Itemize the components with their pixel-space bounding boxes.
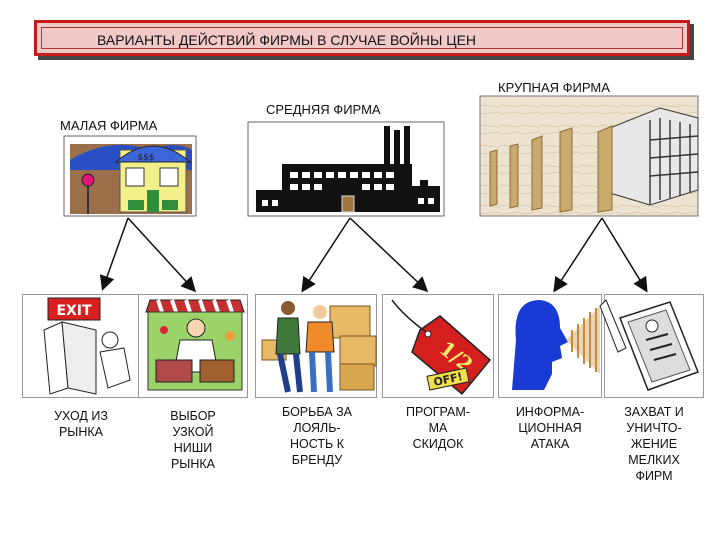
people-with-boxes-icon: [261, 301, 377, 393]
arrow-medium-to-discount: [349, 217, 429, 293]
arrow-medium-to-loyalty: [301, 217, 351, 293]
caption-exit: УХОД ИЗ РЫНКА: [54, 409, 108, 439]
speaking-head-icon: [512, 300, 600, 390]
exit-sign-text: EXIT: [56, 303, 92, 319]
medium-firm-label: СРЕДНЯЯ ФИРМА: [266, 102, 381, 117]
caption-attack: ИНФОРМА- ЦИОННАЯ АТАКА: [515, 405, 585, 451]
small-firm-label: МАЛАЯ ФИРМА: [60, 118, 158, 133]
arrow-small-to-exit: [99, 217, 129, 291]
caption-niche: ВЫБОР УЗКОЙ НИШИ РЫНКА: [170, 409, 216, 471]
small-shop-icon: $$$: [63, 135, 197, 217]
arrow-small-to-niche: [127, 217, 197, 293]
certificate-icon: [599, 299, 699, 391]
page-title: ВАРИАНТЫ ДЕЙСТВИЙ ФИРМЫ В СЛУЧАЕ ВОЙНЫ Ц…: [97, 32, 477, 48]
caption-capture: ЗАХВАТ И УНИЧТО- ЖЕНИЕ МЕЛКИХ ФИРМ: [624, 405, 684, 483]
market-stall-icon: [145, 299, 245, 391]
caption-discount: ПРОГРАМ- МА СКИДОК: [406, 405, 470, 451]
arrow-large-to-capture: [601, 217, 648, 293]
large-firm-label: КРУПНАЯ ФИРМА: [498, 80, 610, 95]
title-inner-border: [41, 27, 683, 49]
discount-tag-icon: 1/2 OFF!: [391, 299, 492, 396]
connector-arrows: [99, 217, 648, 293]
shop-sign: $$$: [137, 153, 154, 163]
exit-icon: EXIT: [43, 297, 131, 395]
caption-loyalty: БОРЬБА ЗА ЛОЯЛЬ- НОСТЬ К БРЕНДУ: [282, 405, 352, 467]
discount-off-text: OFF!: [432, 370, 463, 389]
factory-windows: [262, 172, 434, 206]
corporate-building-icon: [479, 95, 699, 217]
arrow-large-to-attack: [553, 217, 603, 293]
title-banner: ВАРИАНТЫ ДЕЙСТВИЙ ФИРМЫ В СЛУЧАЕ ВОЙНЫ Ц…: [34, 20, 690, 56]
